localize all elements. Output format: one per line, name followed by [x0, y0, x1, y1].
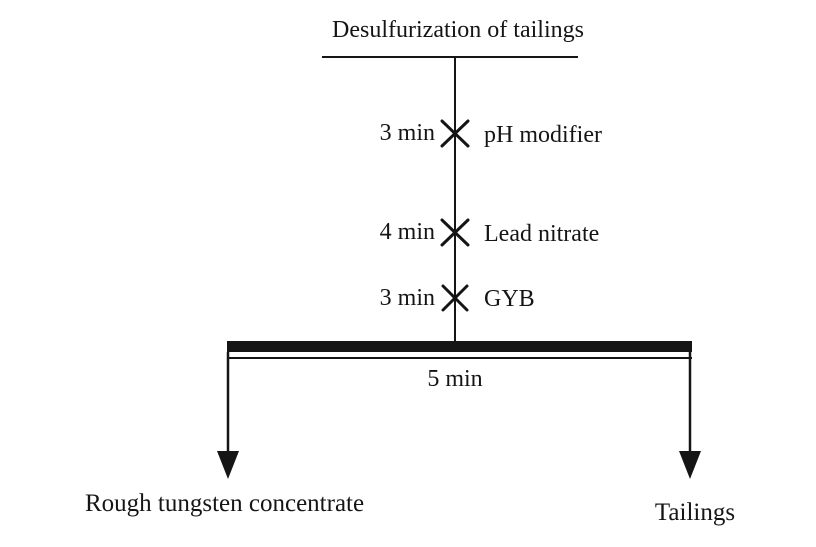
stage-3-reagent: GYB [484, 286, 535, 312]
flotation-time-label: 5 min [427, 366, 483, 392]
stage-2-reagent: Lead nitrate [484, 221, 600, 247]
flotation-cell-bar [227, 341, 692, 352]
tailings-arrowhead-icon [679, 451, 701, 479]
stage-1-reagent: pH modifier [484, 122, 602, 148]
valve-x-icon-3 [441, 284, 469, 312]
tailings-output-label: Tailings [654, 499, 736, 526]
valve-x-icon-2 [440, 218, 470, 247]
concentrate-output-label: Rough tungsten concentrate [85, 490, 365, 517]
stage-2-time: 4 min [379, 219, 435, 245]
diagram-title: Desulfurization of tailings [332, 17, 584, 43]
concentrate-arrowhead-icon [217, 451, 239, 479]
valve-x-icon-1 [440, 119, 470, 148]
stage-1-time: 3 min [379, 120, 435, 146]
stage-3-time: 3 min [379, 285, 435, 311]
